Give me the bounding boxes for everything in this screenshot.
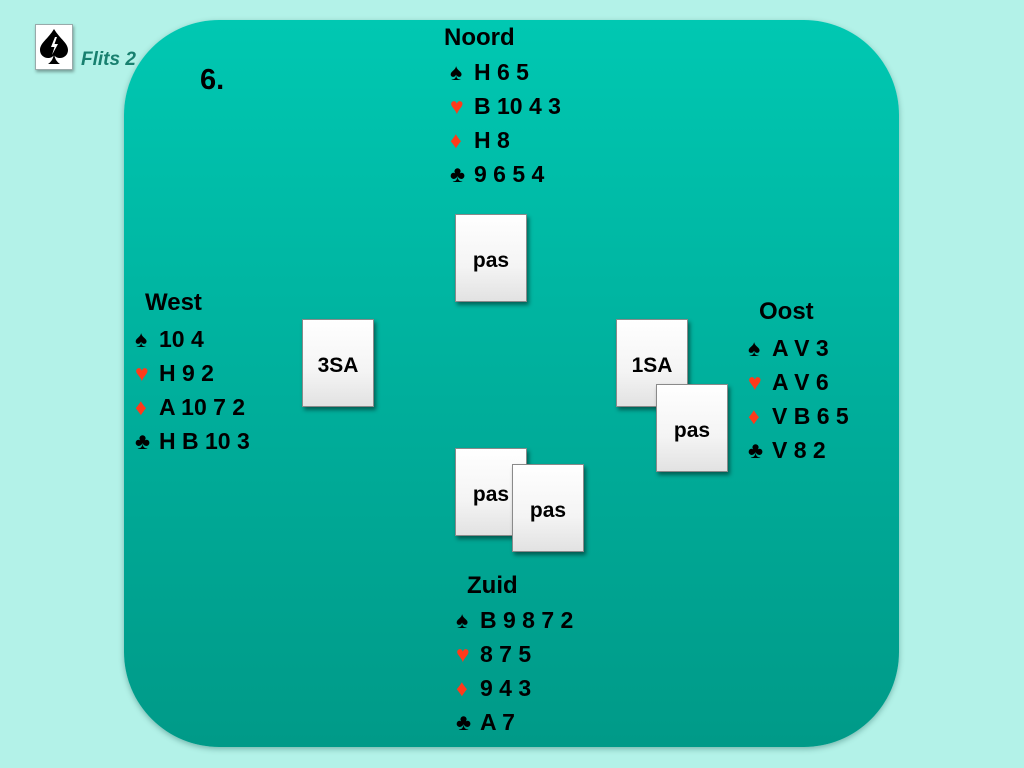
- hand-north: Noord ♠ H 6 5 ♥ B 10 4 3 ♦ H 8 ♣ 9 6 5 4: [444, 21, 561, 191]
- north-diamonds: H 8: [474, 127, 510, 153]
- player-name-north: Noord: [444, 24, 515, 51]
- north-spades: H 6 5: [474, 59, 529, 85]
- east-spades: A V 3: [772, 335, 829, 361]
- hand-west: West ♠ 10 4 ♥ H 9 2 ♦ A 10 7 2 ♣ H B 10 3: [135, 286, 250, 458]
- east-hearts-row: ♥ A V 6: [748, 365, 849, 399]
- east-clubs: V 8 2: [772, 437, 826, 463]
- west-hearts-row: ♥ H 9 2: [135, 356, 250, 390]
- spade-logo-icon: [35, 24, 73, 70]
- west-spades: 10 4: [159, 326, 204, 352]
- east-diamonds: V B 6 5: [772, 403, 849, 429]
- north-clubs-row: ♣ 9 6 5 4: [450, 157, 561, 191]
- heart-icon: ♥: [748, 369, 762, 395]
- south-clubs-row: ♣ A 7: [456, 705, 573, 739]
- player-name-south: Zuid: [467, 572, 518, 599]
- bid-card-west-1: 3SA: [302, 319, 374, 407]
- club-icon: ♣: [450, 161, 466, 187]
- diamond-icon: ♦: [135, 394, 147, 420]
- club-icon: ♣: [456, 709, 472, 735]
- east-hearts: A V 6: [772, 369, 829, 395]
- west-diamonds: A 10 7 2: [159, 394, 246, 420]
- bridge-table: [124, 20, 899, 747]
- club-icon: ♣: [748, 437, 764, 463]
- player-name-west: West: [145, 289, 202, 316]
- east-clubs-row: ♣ V 8 2: [748, 433, 849, 467]
- west-clubs-row: ♣ H B 10 3: [135, 424, 250, 458]
- east-spades-row: ♠ A V 3: [748, 331, 849, 365]
- north-hearts-row: ♥ B 10 4 3: [450, 89, 561, 123]
- heart-icon: ♥: [450, 93, 464, 119]
- east-diamonds-row: ♦ V B 6 5: [748, 399, 849, 433]
- south-hearts: 8 7 5: [480, 641, 532, 667]
- spade-icon: ♠: [135, 326, 148, 352]
- heart-icon: ♥: [456, 641, 470, 667]
- hand-east: Oost ♠ A V 3 ♥ A V 6 ♦ V B 6 5 ♣ V 8 2: [748, 295, 849, 467]
- diamond-icon: ♦: [456, 675, 468, 701]
- bid-card-south-2: pas: [512, 464, 584, 552]
- south-spades: B 9 8 7 2: [480, 607, 574, 633]
- diamond-icon: ♦: [748, 403, 760, 429]
- bid-card-east-2: pas: [656, 384, 728, 472]
- north-clubs: 9 6 5 4: [474, 161, 545, 187]
- south-diamonds: 9 4 3: [480, 675, 532, 701]
- south-clubs: A 7: [480, 709, 515, 735]
- hand-south: Zuid ♠ B 9 8 7 2 ♥ 8 7 5 ♦ 9 4 3 ♣ A 7: [456, 569, 573, 739]
- brand-label: Flits 2: [81, 49, 136, 70]
- north-diamonds-row: ♦ H 8: [450, 123, 561, 157]
- spade-icon: ♠: [450, 59, 463, 85]
- south-spades-row: ♠ B 9 8 7 2: [456, 603, 573, 637]
- west-diamonds-row: ♦ A 10 7 2: [135, 390, 250, 424]
- diamond-icon: ♦: [450, 127, 462, 153]
- west-hearts: H 9 2: [159, 360, 214, 386]
- spade-icon: ♠: [748, 335, 761, 361]
- bid-card-north-1: pas: [455, 214, 527, 302]
- spade-icon: ♠: [456, 607, 469, 633]
- north-spades-row: ♠ H 6 5: [450, 55, 561, 89]
- north-hearts: B 10 4 3: [474, 93, 561, 119]
- heart-icon: ♥: [135, 360, 149, 386]
- player-name-east: Oost: [759, 298, 814, 325]
- west-spades-row: ♠ 10 4: [135, 322, 250, 356]
- club-icon: ♣: [135, 428, 151, 454]
- south-diamonds-row: ♦ 9 4 3: [456, 671, 573, 705]
- south-hearts-row: ♥ 8 7 5: [456, 637, 573, 671]
- board-number: 6.: [200, 64, 225, 96]
- west-clubs: H B 10 3: [159, 428, 250, 454]
